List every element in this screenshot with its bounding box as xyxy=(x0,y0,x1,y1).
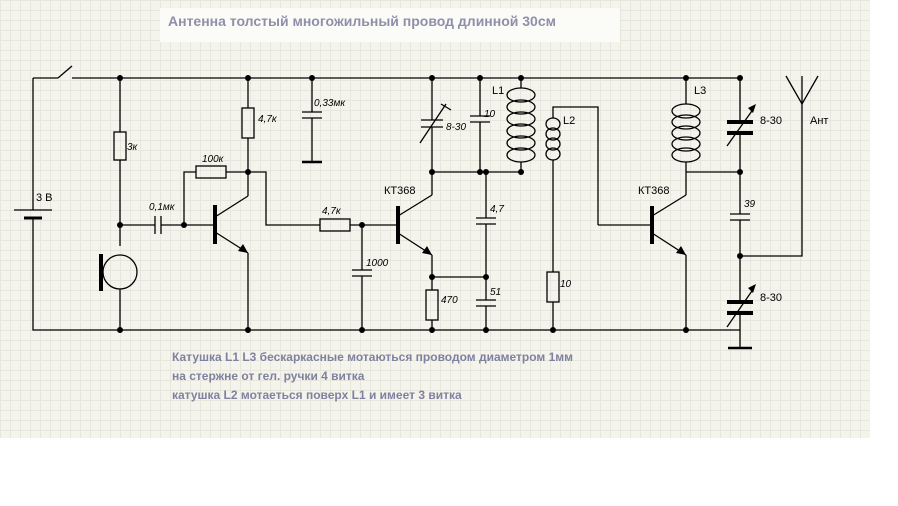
schematic-sheet: Антенна толстый многожильный провод длин… xyxy=(0,0,870,438)
note-line-3: катушка L2 мотаеться поверх L1 и имеет 3… xyxy=(172,388,462,402)
label-c-39: 39 xyxy=(744,199,756,210)
label-c-51: 51 xyxy=(490,287,501,298)
coil-l3 xyxy=(671,78,740,173)
top-rail xyxy=(32,65,740,331)
resistor-100k xyxy=(183,165,248,225)
trimmer-capacitor-2 xyxy=(726,78,756,172)
capacitor-51 xyxy=(432,276,496,330)
battery xyxy=(14,209,52,236)
label-antenna: Ант xyxy=(810,115,828,127)
label-c-trim2: 8-30 xyxy=(760,115,782,127)
note-line-1: Катушка L1 L3 бескаркасные мотаються про… xyxy=(172,350,574,364)
label-t2: КТ368 xyxy=(638,185,669,197)
resistor-470 xyxy=(425,277,439,330)
microphone xyxy=(99,254,138,330)
label-r-10: 10 xyxy=(560,279,572,290)
label-c-01: 0,1мк xyxy=(149,202,176,213)
resistor-4-7k-modulation xyxy=(248,171,396,232)
label-r-4k7-top: 4,7к xyxy=(258,114,278,125)
title-band xyxy=(160,8,620,42)
resistor-4-7k-collector xyxy=(241,78,255,172)
capacitor-0-1uf xyxy=(120,216,215,234)
label-t1: КТ368 xyxy=(384,185,415,197)
coil-l1 xyxy=(506,78,536,172)
label-c-47: 4,7 xyxy=(490,204,504,215)
label-c-10: 10 xyxy=(484,109,496,120)
trimmer-capacitor-1 xyxy=(419,78,452,172)
label-l1: L1 xyxy=(492,85,504,97)
junction-dots xyxy=(117,75,743,333)
resistor-3k xyxy=(113,78,127,246)
transistor-3 xyxy=(598,172,687,330)
label-battery: 3 В xyxy=(36,192,53,204)
capacitor-39 xyxy=(730,172,750,256)
label-c-trim3: 8-30 xyxy=(760,292,782,304)
capacitor-0-33uf xyxy=(302,78,322,164)
trimmer-capacitor-3 xyxy=(726,256,756,350)
note-line-2: на стержне от гел. ручки 4 витка xyxy=(172,369,365,383)
transistor-2 xyxy=(396,172,433,277)
label-c-033: 0,33мк xyxy=(314,98,346,109)
circuit-diagram: 3 В 3к 4,7к 100к 0,1мк 0,33мк 4,7к 1000 … xyxy=(14,65,828,350)
label-r-470: 470 xyxy=(441,295,458,306)
label-l3: L3 xyxy=(694,85,706,97)
capacitor-10 xyxy=(470,78,490,172)
label-c-1000: 1000 xyxy=(366,258,389,269)
transistor-1 xyxy=(213,172,249,330)
label-l2: L2 xyxy=(563,115,575,127)
component-labels: 3 В 3к 4,7к 100к 0,1мк 0,33мк 4,7к 1000 … xyxy=(36,85,828,306)
label-r-4k7-mid: 4,7к xyxy=(322,206,342,217)
label-r-100k: 100к xyxy=(202,154,225,165)
label-c-trim1: 8-30 xyxy=(446,122,466,133)
diagram-title: Антенна толстый многожильный провод длин… xyxy=(168,13,556,29)
capacitor-4-7 xyxy=(476,172,496,277)
antenna xyxy=(740,75,819,257)
resistor-10 xyxy=(546,271,560,330)
capacitor-1000 xyxy=(352,225,372,330)
coil-l2 xyxy=(545,106,599,272)
label-r-3k: 3к xyxy=(127,142,139,153)
